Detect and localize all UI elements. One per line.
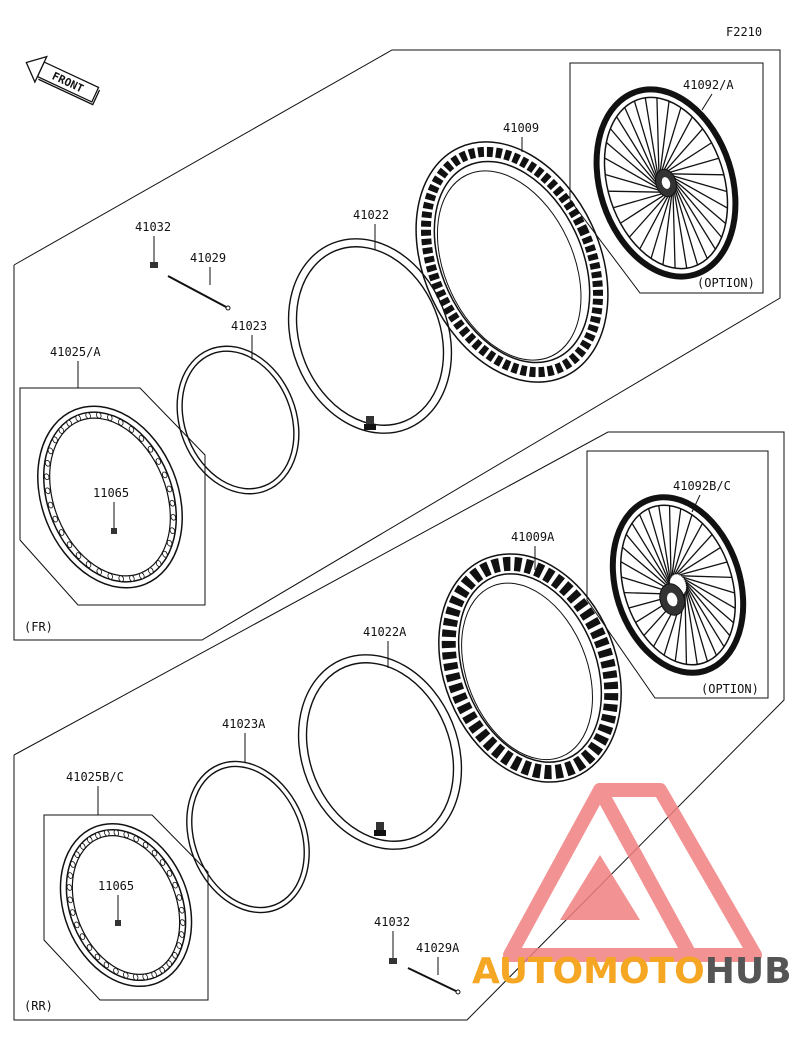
rear-section-frame [13,431,785,1021]
label-41032-front: 41032 [135,220,171,234]
label-41032-rear: 41032 [374,915,410,929]
rear-tube-icon [297,654,463,850]
watermark-brand: AUTOMOTOHUB [472,951,792,992]
rear-option-label: (OPTION) [701,682,759,696]
label-41029a: 41029A [416,941,460,955]
label-41022a: 41022A [363,625,407,639]
label-41029: 41029 [190,251,226,265]
front-tube-valve-icon [364,416,376,430]
front-section-tag: (FR) [24,620,53,634]
front-arrow-icon: FRONT [25,55,101,106]
rear-option-box: (OPTION) 41092B/C [586,450,769,699]
front-section-frame [13,49,781,641]
front-valve-cap-icon [150,262,158,268]
front-section: (FR) (OPTION) 41092/A 41009 [13,49,781,641]
front-rim-bolt-icon [111,528,117,534]
front-option-label: (OPTION) [697,276,755,290]
watermark-logo [503,783,762,962]
front-tube-icon [287,238,453,434]
label-41025-a: 41025/A [50,345,101,359]
label-41092b-c: 41092B/C [673,479,731,493]
front-spoke-icon [167,275,231,311]
label-41025b-c: 41025B/C [66,770,124,784]
rear-rim-bolt-icon [115,920,121,926]
label-41022: 41022 [353,208,389,222]
label-41092-a: 41092/A [683,78,734,92]
label-41009: 41009 [503,121,539,135]
rear-spoke-icon [407,967,461,995]
front-wheel-assy-icon [593,86,739,280]
rear-rim-box: 41025B/C 11065 [43,770,209,1001]
rear-rim-band-icon [186,760,310,914]
label-41023: 41023 [231,319,267,333]
label-41009a: 41009A [511,530,555,544]
front-rim-icon [37,405,183,589]
rear-section: (RR) (OPTION) 41092B/C 41009A [13,431,785,1021]
watermark-brand-part1: AUTOMOTO [472,951,705,992]
rear-rim-icon [59,822,193,988]
rear-tube-valve-icon [374,822,386,836]
rear-valve-cap-icon [389,958,397,964]
rear-tire-icon [438,553,622,783]
front-tire-icon [415,141,609,383]
front-rim-band-icon [176,345,300,495]
label-41023a: 41023A [222,717,266,731]
figure-code: F2210 [726,25,762,39]
front-option-box: (OPTION) 41092/A [569,62,764,294]
watermark-brand-part2: HUB [705,951,792,992]
front-rim-box: 41025/A 11065 [19,345,206,606]
rear-section-tag: (RR) [24,999,53,1013]
label-11065-rear: 11065 [98,879,134,893]
label-11065-front: 11065 [93,486,129,500]
